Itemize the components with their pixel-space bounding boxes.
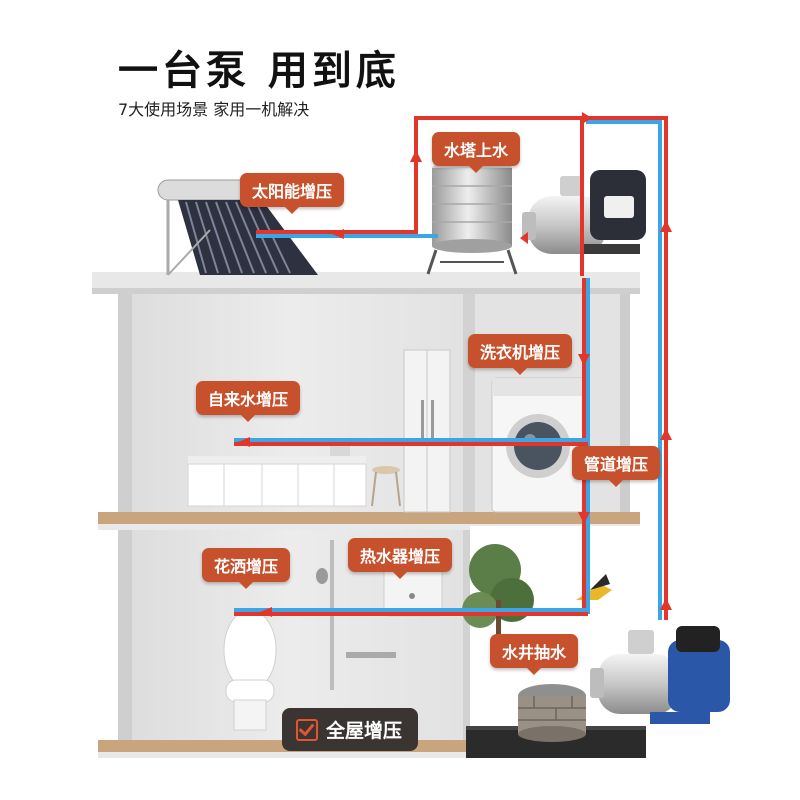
callout-solar: 太阳能增压 xyxy=(240,173,345,214)
callout-washer: 洗衣机增压 xyxy=(468,334,573,375)
callout-heater: 热水器增压 xyxy=(348,538,453,579)
pump-top xyxy=(522,170,646,254)
pipes xyxy=(234,116,668,620)
callout-tap-water: 自来水增压 xyxy=(196,381,301,422)
refrigerator xyxy=(403,349,451,513)
checkbox-icon xyxy=(296,718,318,741)
pump-bottom xyxy=(590,626,730,724)
flow-arrows xyxy=(238,112,672,617)
bar-stool xyxy=(371,466,401,507)
page-subtitle: 7大使用场景 家用一机解决 xyxy=(118,100,310,119)
callout-shower: 花洒增压 xyxy=(202,548,291,589)
pipe-red-tower xyxy=(414,116,582,234)
roof-slab xyxy=(92,272,640,294)
pipe-red-main xyxy=(582,116,668,620)
page-title: 一台泵 用到底 xyxy=(118,48,400,94)
middle-floor-slab xyxy=(98,512,640,530)
water-tower xyxy=(426,160,518,275)
callout-pipeline: 管道增压 xyxy=(572,446,661,487)
callout-water-tower: 水塔上水 xyxy=(432,132,521,173)
well xyxy=(518,684,586,742)
kitchen-counter xyxy=(187,444,401,507)
whole-house-badge-label: 全屋增压 xyxy=(326,720,403,742)
callout-well: 水井抽水 xyxy=(490,634,579,675)
whole-house-badge: 全屋增压 xyxy=(282,708,419,751)
